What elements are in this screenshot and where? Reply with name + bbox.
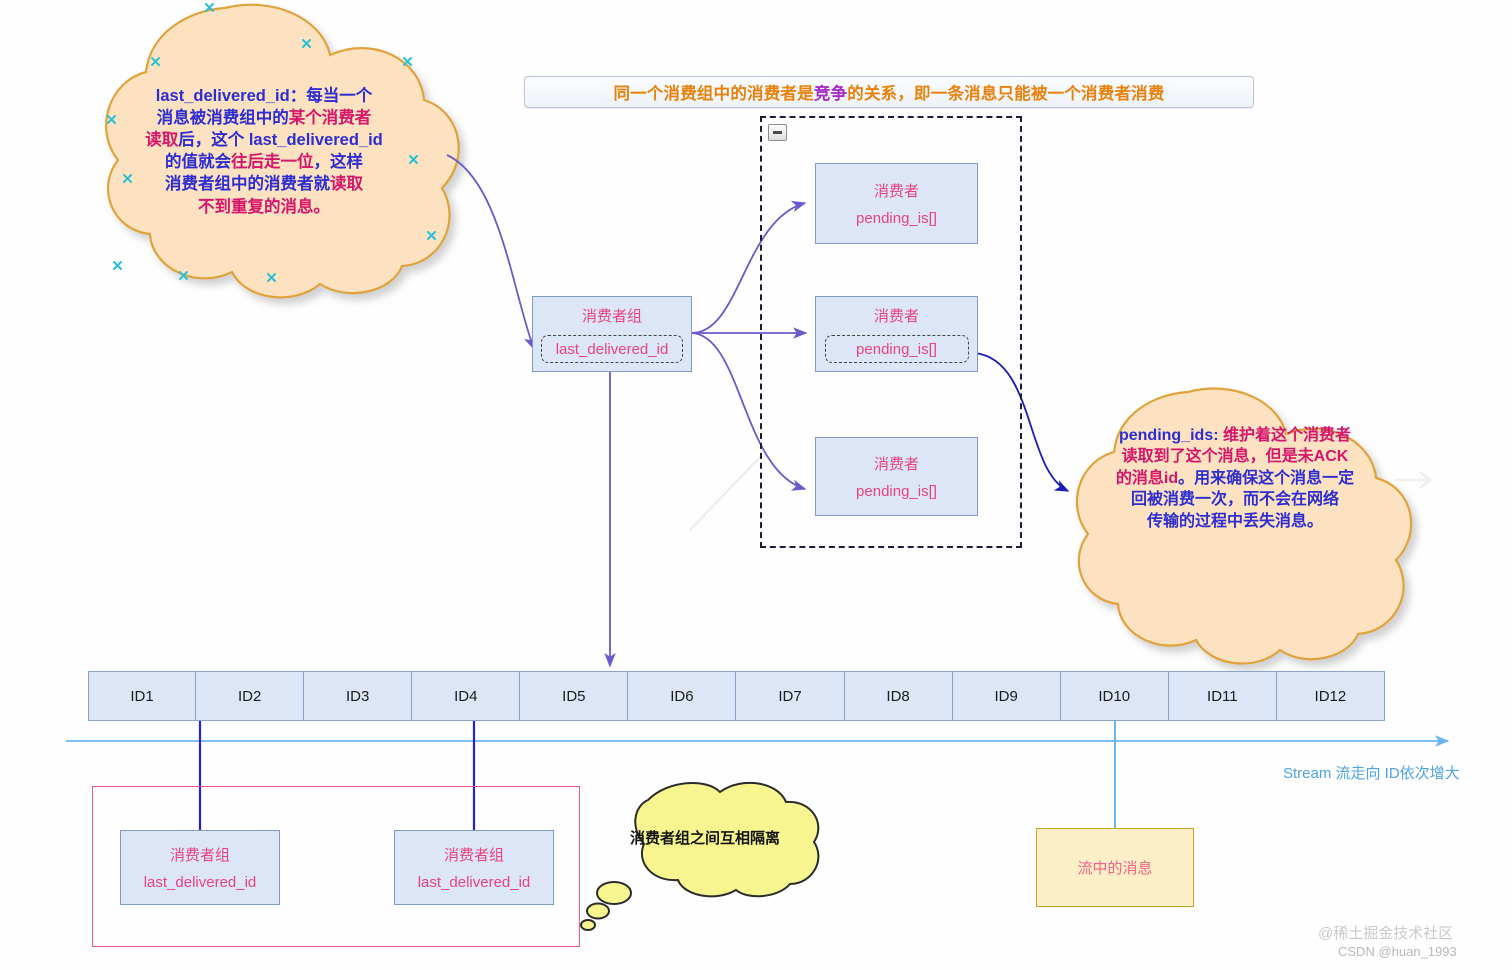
cloud-text-span: : bbox=[1213, 427, 1223, 444]
cloud-text-line: 消费者组中的消费者就读取 bbox=[112, 173, 416, 195]
watermark-secondary: CSDN @huan_1993 bbox=[1338, 944, 1457, 959]
bottom-consumer-group-2[interactable]: 消费者组 last_delivered_id bbox=[394, 830, 554, 905]
cloud-text-span: 后，这个 last_delivered_id bbox=[178, 131, 383, 150]
consumer-box-1[interactable]: 消费者 pending_is[] bbox=[815, 163, 978, 244]
stream-cell[interactable]: ID7 bbox=[736, 671, 845, 721]
stream-cell[interactable]: ID10 bbox=[1060, 671, 1169, 721]
banner-text-highlight: 竞争 bbox=[813, 85, 848, 103]
cloud-text-span: 消费者组中的消费者就 bbox=[165, 175, 330, 194]
bottom-group-1-title: 消费者组 bbox=[169, 847, 230, 864]
cloud-text-span: 读取 bbox=[145, 131, 179, 150]
stream-cell[interactable]: ID12 bbox=[1276, 671, 1385, 721]
consumer-3-title: 消费者 bbox=[873, 456, 919, 473]
cloud-text-line: 消息被消费组中的某个消费者 bbox=[112, 107, 416, 129]
stream-cell[interactable]: ID6 bbox=[628, 671, 737, 721]
cloud-text-span: pending_ids bbox=[1118, 427, 1214, 444]
minus-icon[interactable] bbox=[768, 124, 787, 141]
stream-message-label: 流中的消息 bbox=[1077, 860, 1153, 877]
cloud-text-span: 消息被消费组中的 bbox=[156, 109, 289, 128]
cloud-text-line: 的值就会往后走一位，这样 bbox=[112, 151, 416, 173]
stream-cell[interactable]: ID5 bbox=[520, 671, 629, 721]
consumers-group-region bbox=[760, 116, 1022, 548]
consumer-2-title: 消费者 bbox=[873, 308, 919, 325]
consumer-box-2[interactable]: 消费者 pending_is[] bbox=[815, 296, 978, 372]
consumer-3-pending: pending_is[] bbox=[856, 483, 937, 500]
cloud-text-span: 往后走一位 bbox=[231, 153, 314, 172]
faint-guide-line bbox=[689, 454, 763, 531]
cloud-text-span: 读取到了这个消息，但是未ACK bbox=[1121, 448, 1349, 466]
stream-cell[interactable]: ID9 bbox=[952, 671, 1061, 721]
arrow-cloud-to-group bbox=[446, 154, 535, 351]
consumer-groups-boundary bbox=[92, 786, 580, 947]
left-cloud-text: last_delivered_id：每当一个消息被消费组中的某个消费者读取后，这… bbox=[112, 85, 416, 218]
cloud-text-span: 的消息id bbox=[1115, 469, 1179, 487]
bottom-group-1-field: last_delivered_id bbox=[143, 874, 257, 891]
cloud-text-span: 的值就会 bbox=[165, 153, 231, 172]
consumer-group-box[interactable]: 消费者组 last_delivered_id bbox=[532, 296, 692, 372]
cloud-text-span: last_delivered_id bbox=[155, 87, 290, 105]
cloud-text-span: 传输的过程中丢失消息。 bbox=[1146, 512, 1323, 530]
cloud-text-span: 不到重复的消息。 bbox=[198, 197, 330, 216]
cloud-text-line: last_delivered_id：每当一个 bbox=[112, 85, 416, 107]
stream-message-box[interactable]: 流中的消息 bbox=[1036, 828, 1194, 907]
stream-cell[interactable]: ID1 bbox=[88, 671, 197, 721]
banner-text-pre: 同一个消费组中的消费者是 bbox=[613, 85, 814, 103]
cloud-text-span: 某个消费者 bbox=[288, 109, 372, 128]
cloud-text-line: 的消息id。用来确保这个消息一定 bbox=[1074, 468, 1396, 489]
cloud-text-line: 传输的过程中丢失消息。 bbox=[1074, 511, 1396, 532]
consumer-group-title: 消费者组 bbox=[581, 308, 642, 325]
bottom-group-2-title: 消费者组 bbox=[443, 847, 504, 864]
cloud-text-span: 回被消费一次，而不会在网络 bbox=[1130, 491, 1339, 509]
thought-bubble-shape bbox=[580, 781, 820, 931]
cloud-text-span: 。用来确保这个消息一定 bbox=[1178, 469, 1355, 487]
consumer-2-pending-field: pending_is[] bbox=[824, 335, 969, 363]
cloud-text-line: 回被消费一次，而不会在网络 bbox=[1074, 489, 1396, 510]
bottom-consumer-group-1[interactable]: 消费者组 last_delivered_id bbox=[120, 830, 280, 905]
cloud-text-line: pending_ids: 维护着这个消费者 bbox=[1074, 425, 1396, 446]
bottom-group-2-field: last_delivered_id bbox=[417, 874, 531, 891]
consumer-box-3[interactable]: 消费者 pending_is[] bbox=[815, 437, 978, 516]
faint-guide-line-2 bbox=[1395, 471, 1433, 489]
cloud-text-span: 维护着这个消费者 bbox=[1223, 427, 1352, 444]
stream-cell[interactable]: ID8 bbox=[844, 671, 953, 721]
thought-bubble-text: 消费者组之间互相隔离 bbox=[629, 830, 780, 847]
cloud-text-line: 不到重复的消息。 bbox=[112, 196, 416, 218]
consumer-1-title: 消费者 bbox=[873, 183, 919, 200]
stream-cell[interactable]: ID4 bbox=[412, 671, 521, 721]
cloud-text-span: ：每当一个 bbox=[289, 87, 373, 105]
minus-glyph bbox=[773, 131, 782, 134]
stream-cell[interactable]: ID11 bbox=[1168, 671, 1277, 721]
banner-text-post: 的关系，即一条消息只能被一个消费者消费 bbox=[847, 85, 1165, 103]
consumer-1-pending: pending_is[] bbox=[856, 210, 937, 227]
consumer-2-pending: pending_is[] bbox=[856, 340, 937, 358]
cloud-text-span: ，这样 bbox=[313, 153, 364, 172]
banner-note: 同一个消费组中的消费者是竞争的关系，即一条消息只能被一个消费者消费 bbox=[524, 76, 1254, 108]
cloud-text-line: 读取后，这个 last_delivered_id bbox=[112, 129, 416, 151]
stream-cell[interactable]: ID2 bbox=[196, 671, 305, 721]
cloud-text-line: 读取到了这个消息，但是未ACK bbox=[1074, 446, 1396, 467]
watermark-primary: @稀土掘金技术社区 bbox=[1318, 925, 1454, 942]
stream-cell[interactable]: ID3 bbox=[304, 671, 413, 721]
last-delivered-id-label: last_delivered_id bbox=[555, 340, 669, 358]
stream-axis-label: Stream 流走向 ID依次增大 bbox=[1283, 765, 1460, 782]
cloud-text-span: 读取 bbox=[330, 175, 363, 194]
last-delivered-id-field: last_delivered_id bbox=[541, 335, 683, 363]
